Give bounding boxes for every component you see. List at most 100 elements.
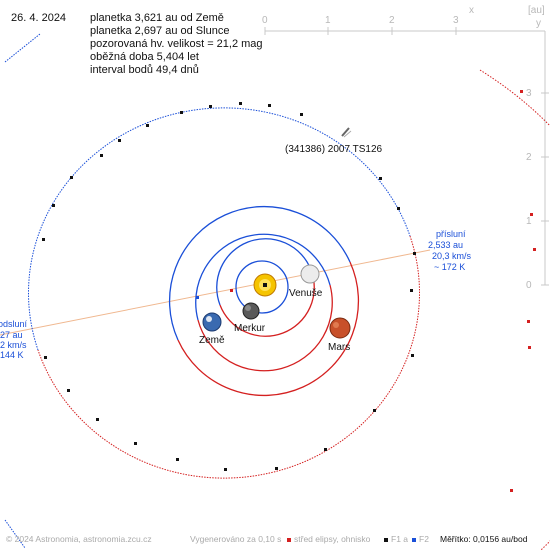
orbit-point [379, 177, 382, 180]
sun-focus-f1-marker [263, 283, 267, 287]
outer-orbit-arc-topleft [4, 33, 41, 63]
info-interval: interval bodů 49,4 dnů [90, 64, 199, 76]
y-tick-label-3: 3 [526, 88, 532, 99]
mercury-planet [242, 302, 260, 320]
info-earth-distance: planetka 3,621 au od Země [90, 12, 224, 24]
perihelion-speed: 20,3 km/s [432, 251, 472, 261]
axis-unit-label: [au] [528, 5, 545, 16]
orbit-point [180, 111, 183, 114]
orbit-point [176, 458, 179, 461]
perihelion-title: přísluní [436, 229, 466, 239]
orbit-point [533, 248, 536, 251]
aphelion-title: odsluní [0, 319, 28, 329]
info-period: oběžná doba 5,404 let [90, 51, 199, 63]
x-axis-label: x [469, 5, 474, 16]
x-tick-label-1: 1 [325, 15, 331, 26]
orbit-point [118, 139, 121, 142]
mars-planet [329, 317, 351, 339]
orbit-point [410, 289, 413, 292]
footer-legend-f2: F2 [419, 534, 429, 544]
x-tick-label-0: 0 [262, 15, 268, 26]
aphelion-temp: 144 K [0, 350, 24, 360]
perihelion-info: přísluní 2,533 au 20,3 km/s ~ 172 K [428, 229, 472, 272]
footer-generated: Vygenerováno za 0,10 s [190, 534, 282, 544]
mars-orbit-below [177, 261, 360, 396]
orbit-point [209, 105, 212, 108]
orbit-point [268, 104, 271, 107]
legend-f2-icon [412, 534, 416, 544]
asteroid-marker-shadow [343, 130, 352, 138]
mars-label: Mars [328, 342, 350, 353]
venus-orbit-below [219, 269, 315, 337]
outer-orbit-points [510, 90, 536, 492]
legend-center-icon [287, 534, 291, 544]
footer-copyright: © 2024 Astronomia, astronomia.zcu.cz [6, 534, 152, 544]
mercury-highlight [245, 305, 251, 311]
info-sun-distance: planetka 2,697 au od Slunce [90, 25, 230, 37]
orbit-point [300, 113, 303, 116]
apsides-line [0, 249, 431, 336]
footer-legend-f1: F1 a [391, 534, 409, 544]
y-axis-label: y [536, 18, 541, 29]
asteroid-orbit-above [28, 107, 411, 351]
aphelion-info: odsluní 27 au 2 km/s 144 K [0, 319, 28, 360]
orbit-point [70, 176, 73, 179]
earth-orbit-above [195, 233, 331, 321]
venus-label: Venuše [289, 288, 323, 299]
venus-planet [300, 264, 320, 284]
orbit-point [275, 467, 278, 470]
earth-orbit-below [197, 284, 333, 372]
x-tick-label-3: 3 [453, 15, 459, 26]
orbit-point [67, 389, 70, 392]
asteroid-marker [341, 127, 350, 137]
asteroid-orbit-points [42, 102, 416, 471]
y-tick-label-0: 0 [526, 280, 532, 291]
info-magnitude: pozorovaná hv. velikost = 21,2 mag [90, 38, 263, 50]
info-block: planetka 3,621 au od Země planetka 2,697… [90, 12, 263, 77]
footer-legend-center: střed elipsy, ohnisko [294, 534, 371, 544]
ellipse-center-marker [230, 289, 233, 292]
mercury-orbit [235, 260, 289, 314]
footer-scale: Měřítko: 0,0156 au/bod [440, 534, 528, 544]
orbit-point [413, 252, 416, 255]
orbit-point [528, 346, 531, 349]
perihelion-temp: ~ 172 K [434, 262, 465, 272]
orbit-point [52, 204, 55, 207]
orbit-point [96, 418, 99, 421]
y-tick-label-1: 1 [526, 216, 532, 227]
venus-orbit-above [216, 238, 312, 306]
orbit-point [224, 468, 227, 471]
orbit-point [530, 213, 533, 216]
perihelion-distance: 2,533 au [428, 240, 463, 250]
aphelion-distance: 27 au [0, 330, 23, 340]
orbit-point [520, 90, 523, 93]
x-tick-label-2: 2 [389, 15, 395, 26]
y-tick-label-2: 2 [526, 152, 532, 163]
orbit-point [100, 154, 103, 157]
earth-label: Země [199, 335, 225, 346]
orbit-point [42, 238, 45, 241]
legend-f1-icon [384, 534, 388, 544]
orbit-point [510, 489, 513, 492]
orbit-point [373, 409, 376, 412]
orbit-point [44, 356, 47, 359]
footer: © 2024 Astronomia, astronomia.zcu.cz Vyg… [0, 532, 550, 548]
axes: 0 1 2 3 3 2 1 0 x [au] y [262, 5, 549, 291]
aphelion-speed: 2 km/s [0, 340, 27, 350]
orbit-point [397, 207, 400, 210]
orbit-point [411, 354, 414, 357]
orbit-point [527, 320, 530, 323]
earth-cloud [206, 316, 212, 322]
date-label: 26. 4. 2024 [11, 12, 67, 24]
orbit-point [324, 448, 327, 451]
mercury-label: Merkur [234, 323, 266, 334]
orbit-point [239, 102, 242, 105]
asteroid-name-label: (341386) 2007 TS126 [285, 144, 383, 155]
earth-planet [202, 312, 222, 332]
asteroid-orbit-below [37, 235, 420, 479]
mars-orbit-above [168, 206, 351, 341]
orbit-point [134, 442, 137, 445]
mars-highlight [333, 322, 339, 328]
